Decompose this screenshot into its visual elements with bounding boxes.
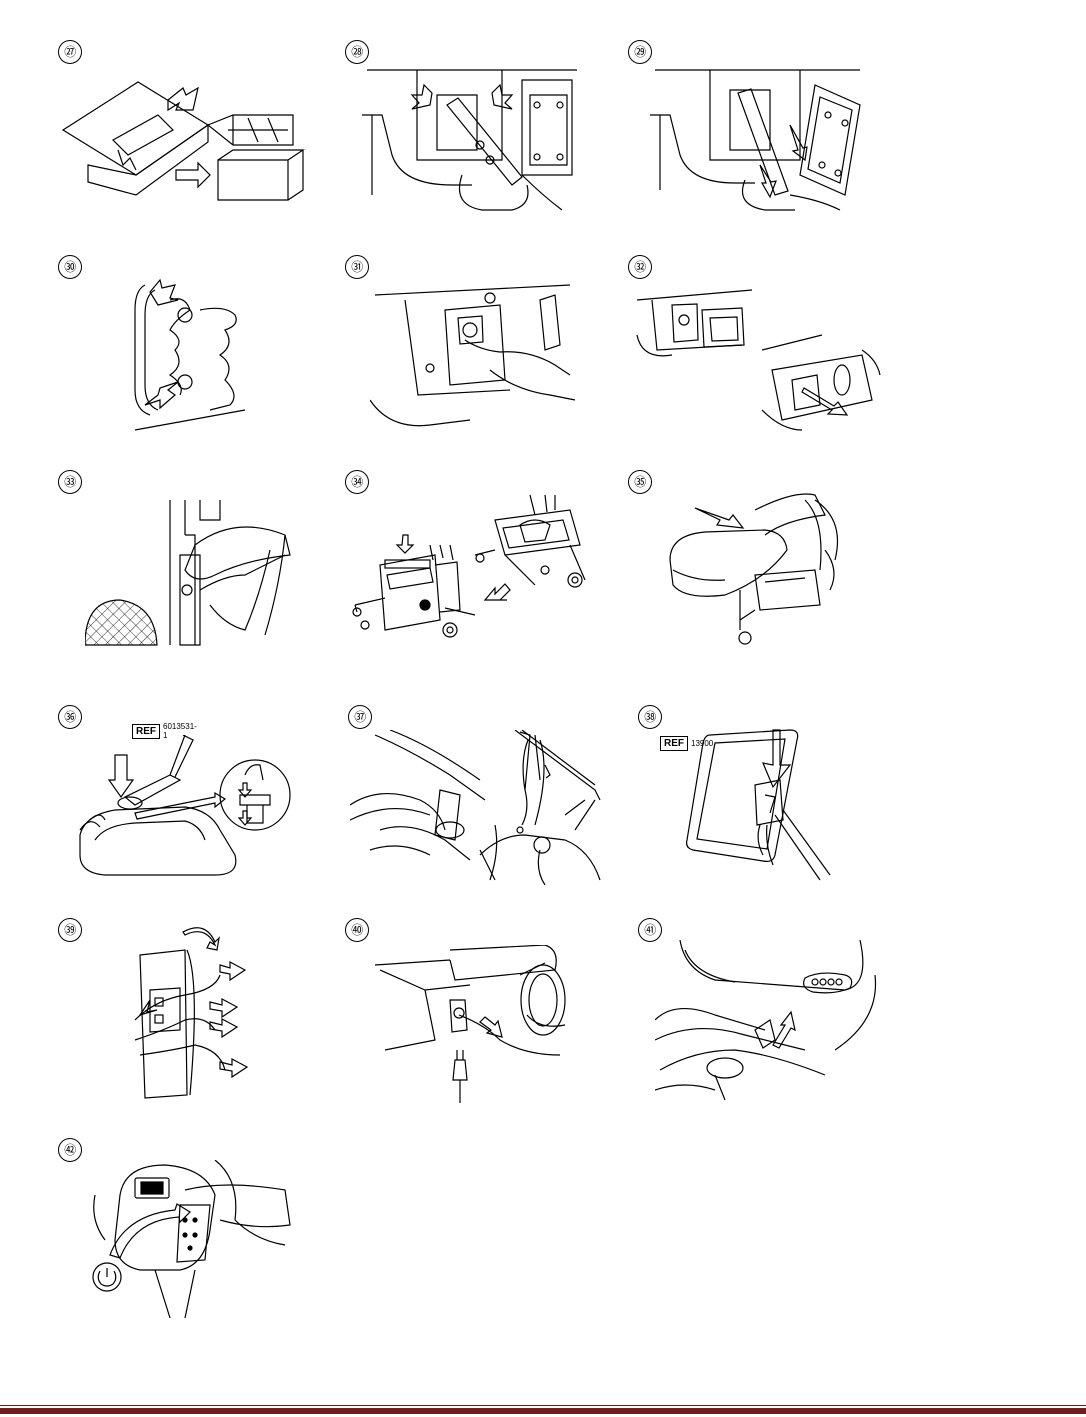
step-number: ㊲ xyxy=(348,705,372,729)
footer-bar xyxy=(0,1408,1086,1414)
step-number: ㊶ xyxy=(638,918,662,942)
illustration-connector-pins xyxy=(130,270,250,435)
step-number: ㊱ xyxy=(58,705,82,729)
step-number: ㉝ xyxy=(58,470,82,494)
illustration-power-supply-removal xyxy=(362,65,582,215)
footer-divider xyxy=(0,1405,1086,1406)
illustration-cable-clip xyxy=(655,940,885,1105)
illustration-power-cord-connection xyxy=(370,280,580,440)
illustration-unboxing xyxy=(58,70,318,210)
step-number: ㊷ xyxy=(58,1138,82,1162)
illustration-cover-removal xyxy=(650,65,865,215)
step-number: ㉗ xyxy=(58,40,82,64)
step-number: ㊵ xyxy=(345,918,369,942)
illustration-power-plug xyxy=(375,945,575,1105)
illustration-arm-install xyxy=(75,735,295,885)
illustration-monitor-mount xyxy=(685,725,835,885)
ref-badge: REF xyxy=(660,736,688,751)
illustration-power-on xyxy=(85,1160,295,1320)
illustration-cable-connections xyxy=(125,920,255,1100)
illustration-cover-reinstall xyxy=(632,280,882,435)
step-number: ㊳ xyxy=(638,705,662,729)
step-number: ㊴ xyxy=(58,918,82,942)
step-number: ㉘ xyxy=(345,40,369,64)
illustration-cable-routing xyxy=(350,730,610,885)
step-number: ㉚ xyxy=(58,255,82,279)
illustration-cart-mounting xyxy=(345,490,590,650)
step-number: ㉛ xyxy=(345,255,369,279)
illustration-arm-placement xyxy=(665,490,850,650)
step-number: ㉟ xyxy=(628,470,652,494)
illustration-handle-release xyxy=(85,495,295,650)
step-number: ㉙ xyxy=(628,40,652,64)
step-number: ㉜ xyxy=(628,255,652,279)
